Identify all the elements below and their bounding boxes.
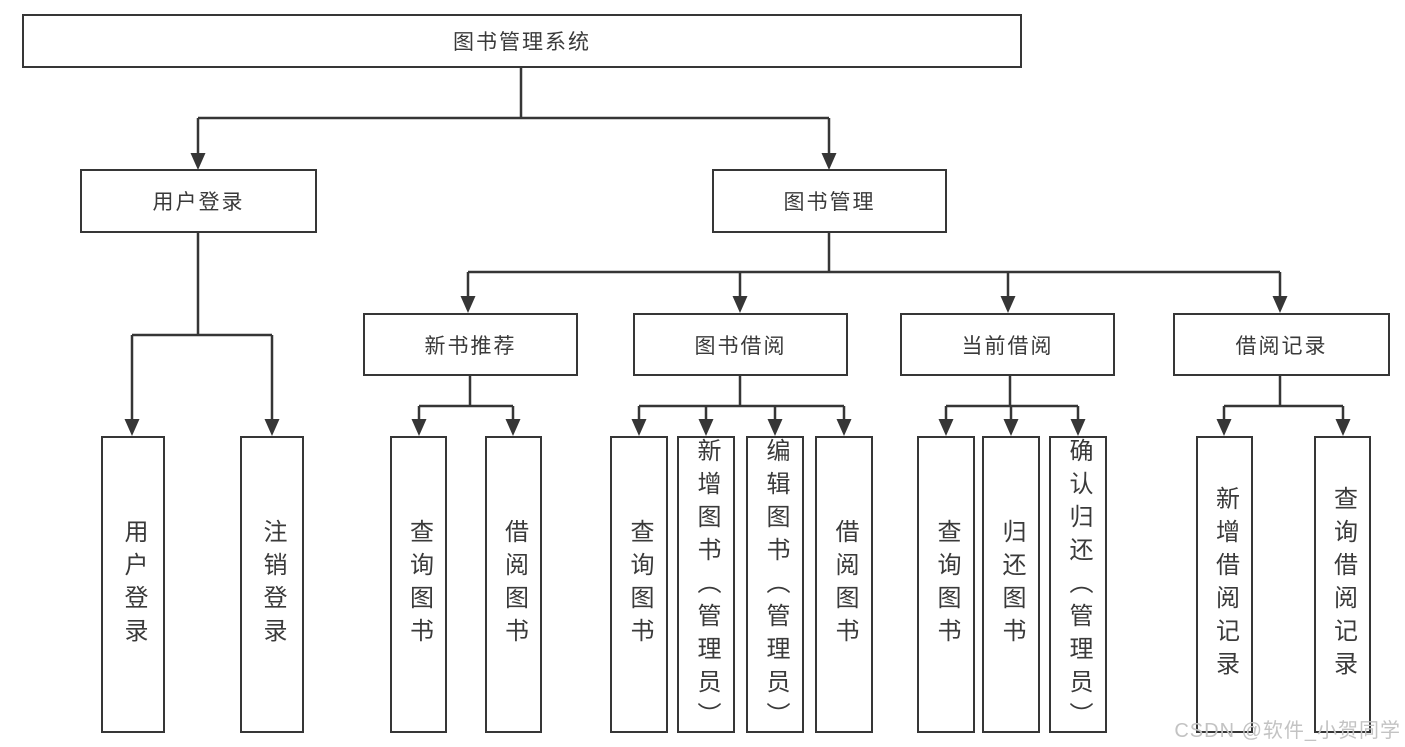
node-book-borrowing: 图书借阅 <box>633 313 848 376</box>
node-current-borrowing: 当前借阅 <box>900 313 1115 376</box>
node-library-management-system: 图书管理系统 <box>22 14 1022 68</box>
leaf-borrow-books-2: 借阅图书 <box>815 436 873 733</box>
connector-paths <box>130 68 1345 421</box>
leaf-query-books-2: 查询图书 <box>610 436 668 733</box>
leaf-add-books-admin: 新增图书（管理员） <box>677 436 735 735</box>
leaf-query-borrow-record: 查询借阅记录 <box>1314 436 1371 733</box>
leaf-user-login: 用户登录 <box>101 436 165 733</box>
leaf-return-books: 归还图书 <box>982 436 1040 733</box>
leaf-confirm-return-admin: 确认归还（管理员） <box>1049 436 1107 735</box>
leaf-query-books-3: 查询图书 <box>917 436 975 733</box>
leaf-edit-books-admin: 编辑图书（管理员） <box>746 436 804 735</box>
leaf-borrow-books: 借阅图书 <box>485 436 542 733</box>
leaf-add-borrow-record: 新增借阅记录 <box>1196 436 1253 733</box>
node-new-book-recommend: 新书推荐 <box>363 313 578 376</box>
node-book-management: 图书管理 <box>712 169 947 233</box>
watermark-text: CSDN @软件_小贺同学 <box>1174 720 1401 742</box>
leaf-query-books: 查询图书 <box>390 436 447 733</box>
node-borrow-records: 借阅记录 <box>1173 313 1390 376</box>
leaf-logout: 注销登录 <box>240 436 304 733</box>
node-user-login: 用户登录 <box>80 169 317 233</box>
